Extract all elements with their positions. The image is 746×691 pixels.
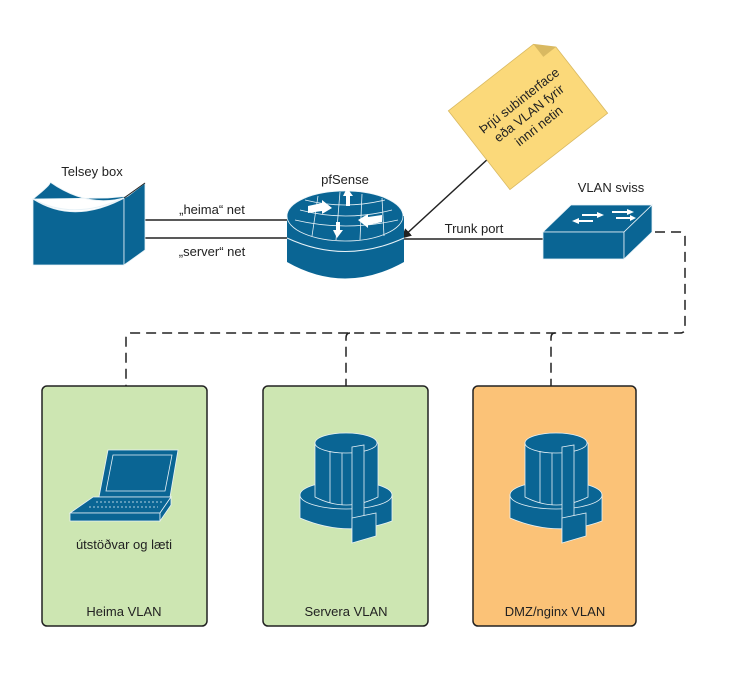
vlan-title: DMZ/nginx VLAN	[505, 604, 605, 619]
telsey-box-node[interactable]: Telsey box	[31, 164, 146, 266]
server-link-label: „server“ net	[179, 244, 246, 259]
vlan-title: Heima VLAN	[86, 604, 161, 619]
server-icon	[299, 432, 393, 544]
server-icon	[509, 432, 603, 544]
dashed-link-dmz	[550, 332, 556, 386]
telsey-label: Telsey box	[61, 164, 123, 179]
vlan-title: Servera VLAN	[304, 604, 387, 619]
vlan-box-heima[interactable]: útstöðvar og læti Heima VLAN	[41, 385, 208, 627]
annotation-note: Þrjú subinterface eða VLAN fyrir innri n…	[447, 43, 609, 191]
vlan-box-servera[interactable]: Servera VLAN	[262, 385, 429, 627]
trunk-link-label: Trunk port	[445, 221, 504, 236]
vlan-device-label: útstöðvar og læti	[76, 537, 172, 552]
dashed-link-servera	[345, 332, 351, 386]
note-arrow	[401, 156, 491, 239]
vlan-box-dmz[interactable]: DMZ/nginx VLAN	[472, 385, 637, 627]
laptop-icon	[68, 449, 179, 523]
heima-link-label: „heima“ net	[179, 202, 245, 217]
modem-icon	[31, 181, 146, 266]
switch-label: VLAN sviss	[578, 180, 645, 195]
pfsense-label: pfSense	[321, 172, 369, 187]
router-icon	[286, 188, 405, 279]
pfsense-node[interactable]: pfSense	[286, 172, 405, 279]
switch-icon	[542, 204, 653, 260]
vlan-switch-node[interactable]: VLAN sviss	[542, 180, 653, 260]
vlan-dashed-links	[125, 231, 686, 386]
